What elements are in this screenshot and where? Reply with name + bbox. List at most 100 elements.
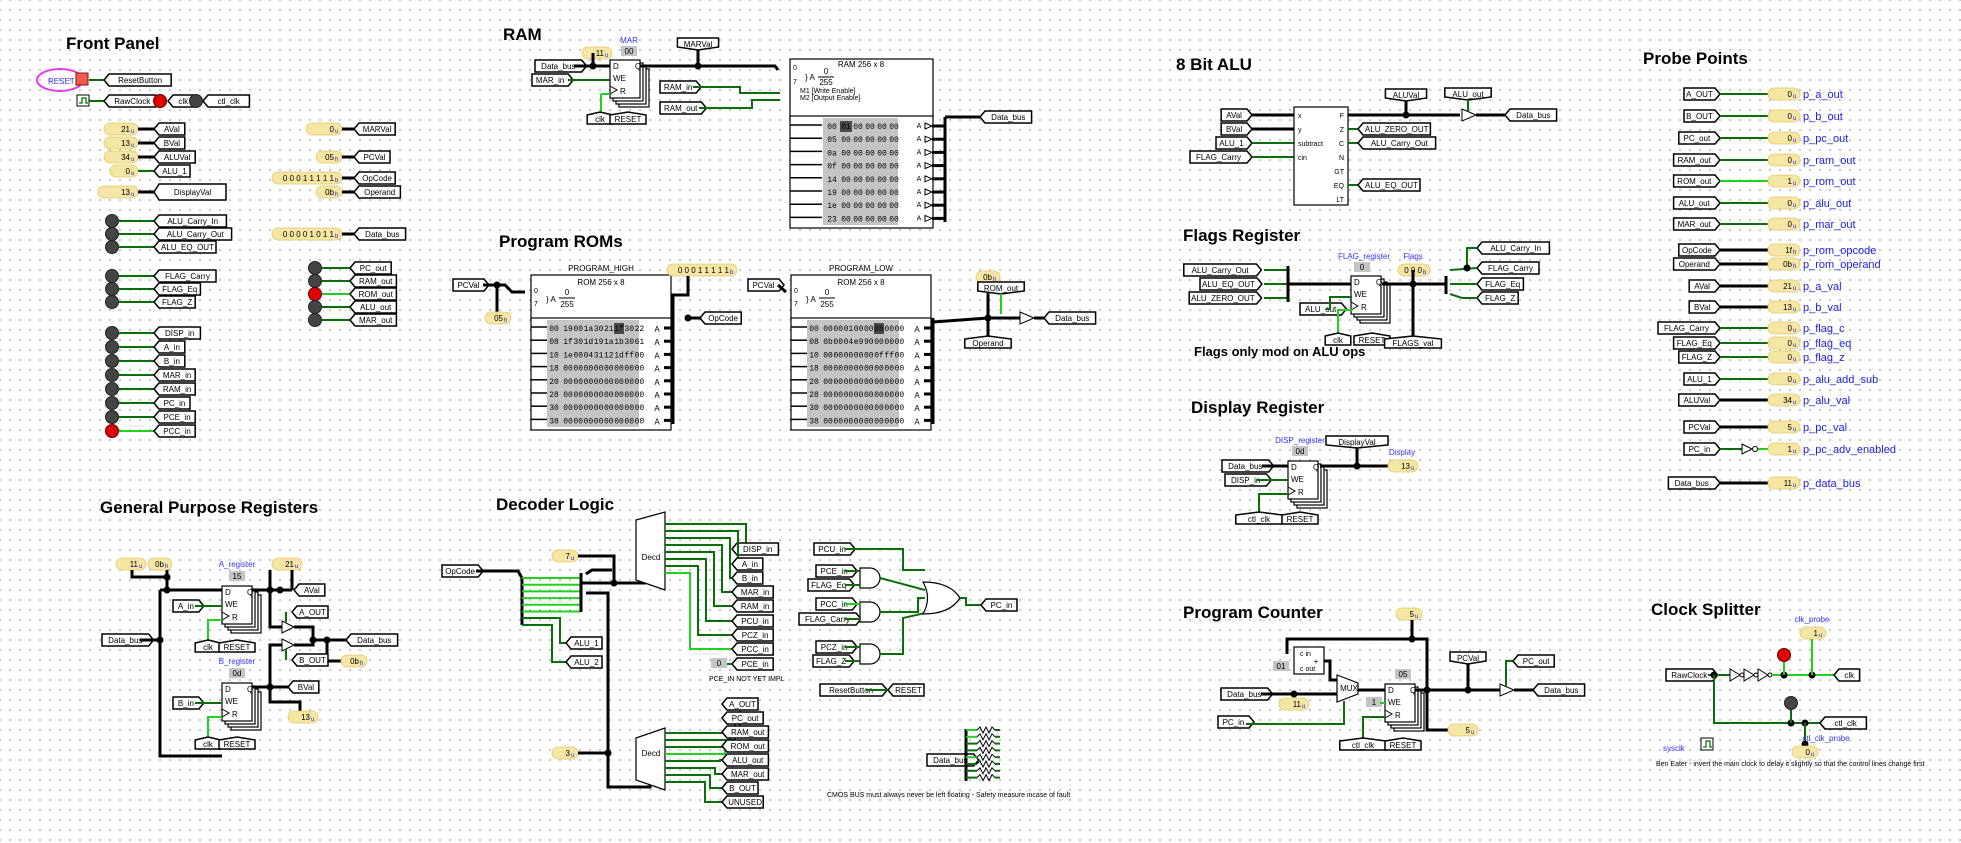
tunnel-flags-out-ALU_Carry_In[interactable]: ALU_Carry_In: [1476, 241, 1551, 255]
tunnel-alu-in-FLAG_Carry[interactable]: FLAG_Carry: [1189, 150, 1253, 164]
tunnel-ram-data-bus-out[interactable]: Data_bus: [979, 110, 1033, 124]
tunnel-dec-PCC_in[interactable]: PCC_in: [731, 642, 774, 656]
tunnel-ALU_Carry_Out-led[interactable]: ALU_Carry_Out: [153, 227, 233, 241]
tunnel-pcval-high[interactable]: PCVal: [452, 278, 490, 292]
tunnel-a-out[interactable]: A_OUT: [291, 605, 329, 619]
tunnel-disp-clk[interactable]: ctl_clk: [1235, 511, 1283, 525]
tunnel-b-in[interactable]: B_in: [172, 696, 205, 710]
tunnel-ram-reset[interactable]: RESET: [609, 111, 647, 125]
probe-tunnel-p_rom_out[interactable]: ROM_out: [1672, 174, 1721, 188]
tunnel-ALU_1[interactable]: ALU_1: [153, 164, 191, 178]
probe-tunnel-p_pc_val[interactable]: PCVal: [1683, 420, 1721, 434]
clock-source-icon[interactable]: [76, 94, 90, 107]
tunnel-disp-reset[interactable]: RESET: [1281, 511, 1319, 525]
tunnel-PCVal-fp[interactable]: PCVal: [353, 150, 391, 164]
tunnel-DISP_in-led[interactable]: DISP_in: [153, 326, 202, 340]
tunnel-AVal[interactable]: AVal: [153, 122, 186, 136]
probe-tunnel-p_alu_out[interactable]: ALU_out: [1672, 196, 1721, 210]
tunnel-A_in-led[interactable]: A_in: [153, 340, 186, 354]
tunnel-alu-data-bus[interactable]: Data_bus: [1504, 108, 1558, 122]
tunnel-ram-clk[interactable]: clk: [586, 111, 614, 125]
tunnel-FLAG_Eq-led[interactable]: FLAG_Eq: [153, 282, 202, 296]
tunnel-dec-A_in[interactable]: A_in: [731, 557, 764, 571]
probe-tunnel-p_mar_out[interactable]: MAR_out: [1672, 217, 1721, 231]
tunnel-dec-out-ALU_out[interactable]: ALU_out: [721, 753, 770, 767]
tunnel-pcval-pc[interactable]: PCVal: [1449, 651, 1487, 665]
tunnel-gpr-data-bus[interactable]: Data_bus: [101, 633, 155, 647]
probe-tunnel-p_pc_out[interactable]: PC_out: [1678, 131, 1721, 145]
probe-tunnel-p_flag_z[interactable]: FLAG_Z: [1678, 350, 1721, 364]
tunnel-dec-PCU_in[interactable]: PCU_in: [731, 614, 774, 628]
tunnel-ALUVal[interactable]: ALUVal: [153, 150, 196, 164]
probe-tunnel-p_a_val[interactable]: AVal: [1688, 279, 1721, 293]
tunnel-ALU_EQ_OUT-led[interactable]: ALU_EQ_OUT: [153, 240, 217, 254]
tunnel-pc-clk[interactable]: ctl_clk: [1339, 737, 1387, 751]
tunnel-pc-data-bus-out[interactable]: Data_bus: [1532, 683, 1586, 697]
tunnel-flags-val[interactable]: FLAGS_val: [1383, 335, 1443, 349]
probe-tunnel-p_alu_val[interactable]: ALUVal: [1678, 393, 1721, 407]
tunnel-alu-eq[interactable]: ALU_EQ_OUT: [1357, 178, 1421, 192]
tunnel-alu-2-dec[interactable]: ALU_2: [565, 655, 603, 669]
tunnel-b-reset[interactable]: RESET: [218, 736, 256, 750]
tunnel-dec-PCE_in[interactable]: PCE_in: [731, 657, 774, 671]
tunnel-flags-in-ALU_ZERO_OUT[interactable]: ALU_ZERO_OUT: [1188, 291, 1263, 305]
tunnel-dec-out-UNUSED[interactable]: UNUSED: [721, 795, 764, 809]
tunnel-dec-out-MAR_out[interactable]: MAR_out: [721, 767, 770, 781]
tunnel-reset-button[interactable]: ResetButton: [103, 73, 172, 87]
tunnel-B_in-led[interactable]: B_in: [153, 354, 186, 368]
tunnel-ROM_out-led[interactable]: ROM_out: [349, 287, 398, 301]
probe-tunnel-p_a_out[interactable]: A_OUT: [1683, 87, 1721, 101]
probe-tunnel-p_pc_adv_enabled[interactable]: PC_in: [1683, 442, 1721, 456]
tunnel-dec-out-A_OUT[interactable]: A_OUT: [721, 697, 759, 711]
tunnel-alu-in-AVal[interactable]: AVal: [1220, 108, 1253, 122]
tunnel-flags-out-FLAG_Carry[interactable]: FLAG_Carry: [1476, 261, 1540, 275]
probe-tunnel-p_alu_add_sub[interactable]: ALU_1: [1683, 372, 1721, 386]
tunnel-dec-reset-button[interactable]: ResetButton: [819, 683, 889, 697]
tunnel-dec-DISP_in[interactable]: DISP_in: [731, 542, 780, 556]
tunnel-pce-in-j[interactable]: PCE_in: [815, 564, 859, 578]
tunnel-alu-in-BVal[interactable]: BVal: [1220, 122, 1253, 136]
tunnel-rom-data-bus[interactable]: Data_bus: [1043, 311, 1097, 325]
tunnel-alu-out-ctrl[interactable]: ALU_out: [1444, 87, 1492, 101]
sysclk-icon[interactable]: [1700, 737, 1714, 751]
tunnel-Data_bus-fp[interactable]: Data_bus: [353, 227, 407, 241]
tunnel-pcz-in-j[interactable]: PCZ_in: [815, 640, 859, 654]
tunnel-alu-in-ALU_1[interactable]: ALU_1: [1215, 136, 1253, 150]
tunnel-flag-carry-j[interactable]: FLAG_Carry: [798, 612, 862, 626]
tunnel-flags-in-ALU_Carry_Out[interactable]: ALU_Carry_Out: [1183, 263, 1263, 277]
tunnel-flags-out-FLAG_Eq[interactable]: FLAG_Eq: [1476, 277, 1525, 291]
tunnel-dec-pc-in[interactable]: PC_in: [980, 598, 1018, 612]
tunnel-flag-z-j[interactable]: FLAG_Z: [812, 654, 856, 668]
tunnel-dec-B_in[interactable]: B_in: [731, 571, 764, 585]
tunnel-PC_out-led[interactable]: PC_out: [349, 261, 392, 275]
tunnel-OpCode-fp[interactable]: OpCode: [353, 171, 396, 185]
tunnel-dec-out-PC_out[interactable]: PC_out: [721, 711, 764, 725]
tunnel-raw-clock[interactable]: RawClock: [103, 94, 157, 108]
probe-tunnel-p_flag_eq[interactable]: FLAG_Eq: [1672, 336, 1721, 350]
probe-tunnel-p_flag_c[interactable]: FLAG_Carry: [1657, 321, 1721, 335]
tunnel-disp-data-bus[interactable]: Data_bus: [1221, 459, 1275, 473]
tunnel-FLAG_Z-led[interactable]: FLAG_Z: [153, 295, 196, 309]
tunnel-MAR_in-led[interactable]: MAR_in: [153, 368, 196, 382]
tunnel-pc-out[interactable]: PC_out: [1512, 654, 1555, 668]
probe-tunnel-p_b_out[interactable]: B_OUT: [1683, 109, 1721, 123]
tunnel-opcode-out[interactable]: OpCode: [699, 311, 742, 325]
tunnel-BVal[interactable]: BVal: [153, 136, 186, 150]
tunnel-ram-data-bus[interactable]: Data_bus: [534, 59, 588, 73]
tunnel-b-out[interactable]: B_OUT: [291, 653, 329, 667]
probe-tunnel-p_rom_operand[interactable]: Operand: [1672, 257, 1721, 271]
tunnel-bval[interactable]: BVal: [287, 680, 320, 694]
tunnel-ALU_out-led[interactable]: ALU_out: [349, 300, 398, 314]
tunnel-alu-1-dec[interactable]: ALU_1: [565, 636, 603, 650]
tunnel-disp-in[interactable]: DISP_in: [1224, 473, 1273, 487]
tunnel-FLAG_Carry-led[interactable]: FLAG_Carry: [153, 269, 217, 283]
tunnel-pc-reset[interactable]: RESET: [1384, 737, 1422, 751]
tunnel-aluval[interactable]: ALUVal: [1384, 88, 1428, 102]
tunnel-aval[interactable]: AVal: [293, 583, 326, 597]
tunnel-displayval[interactable]: DisplayVal: [1325, 435, 1389, 449]
tunnel-clock-ctl-clk[interactable]: ctl_clk: [1819, 716, 1868, 730]
probe-tunnel-p_data_bus[interactable]: Data_bus: [1667, 476, 1721, 490]
tunnel-PCE_in-led[interactable]: PCE_in: [153, 410, 196, 424]
tunnel-alu-zero[interactable]: ALU_ZERO_OUT: [1357, 122, 1432, 136]
